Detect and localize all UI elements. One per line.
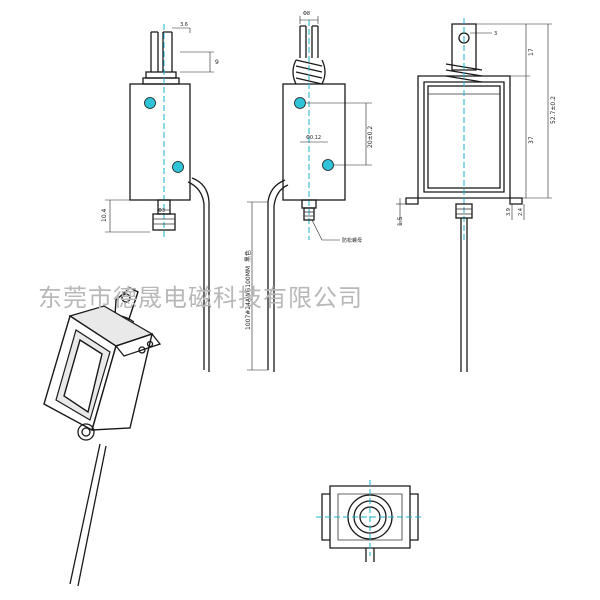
dim-front-top-width: 3.6 (180, 22, 188, 28)
nut-label: 防松螺母 (342, 237, 362, 244)
dim-right-hole: 3 (494, 31, 497, 37)
dim-front-top-height: 9 (215, 59, 219, 66)
front-view: 3.6 9 10.4 Φ3 (101, 22, 219, 372)
dim-side-hole-pitch: Φ0.12 (306, 135, 321, 141)
watermark-company-name: 东莞市德晟电磁科技有限公司 (38, 284, 363, 312)
svg-text:1007#24AWG100MM 黑色: 1007#24AWG100MM 黑色 (244, 250, 252, 330)
dim-front-bottom-height: 10.4 (101, 208, 108, 222)
dim-right-bottom-a: 1.5 (397, 216, 404, 226)
bottom-view (316, 480, 424, 562)
dim-right-bottom-b: 3.9 (506, 208, 512, 216)
dim-right-total: 52.7±0.2 (550, 96, 557, 124)
side-view: 防松螺母 Φ8 20±0.2 Φ0.12 1007#24AWG100MM 黑色 (244, 11, 374, 372)
dim-front-shaft-dia: Φ3 (158, 208, 165, 214)
right-view: 3 17 37 52.7±0.2 1.5 3.9 2.4 (396, 18, 557, 372)
dim-right-upper: 17 (528, 48, 535, 56)
dim-side-hole-spacing: 20±0.2 (367, 126, 374, 148)
wire-color: 黑色 (244, 250, 252, 262)
dim-side-top-width: Φ8 (303, 11, 310, 17)
dim-right-middle: 37 (528, 136, 535, 144)
wire-spec: 1007#24AWG100MM (245, 266, 252, 330)
dim-right-bottom-c: 2.4 (518, 208, 524, 216)
isometric-view (43, 287, 162, 587)
